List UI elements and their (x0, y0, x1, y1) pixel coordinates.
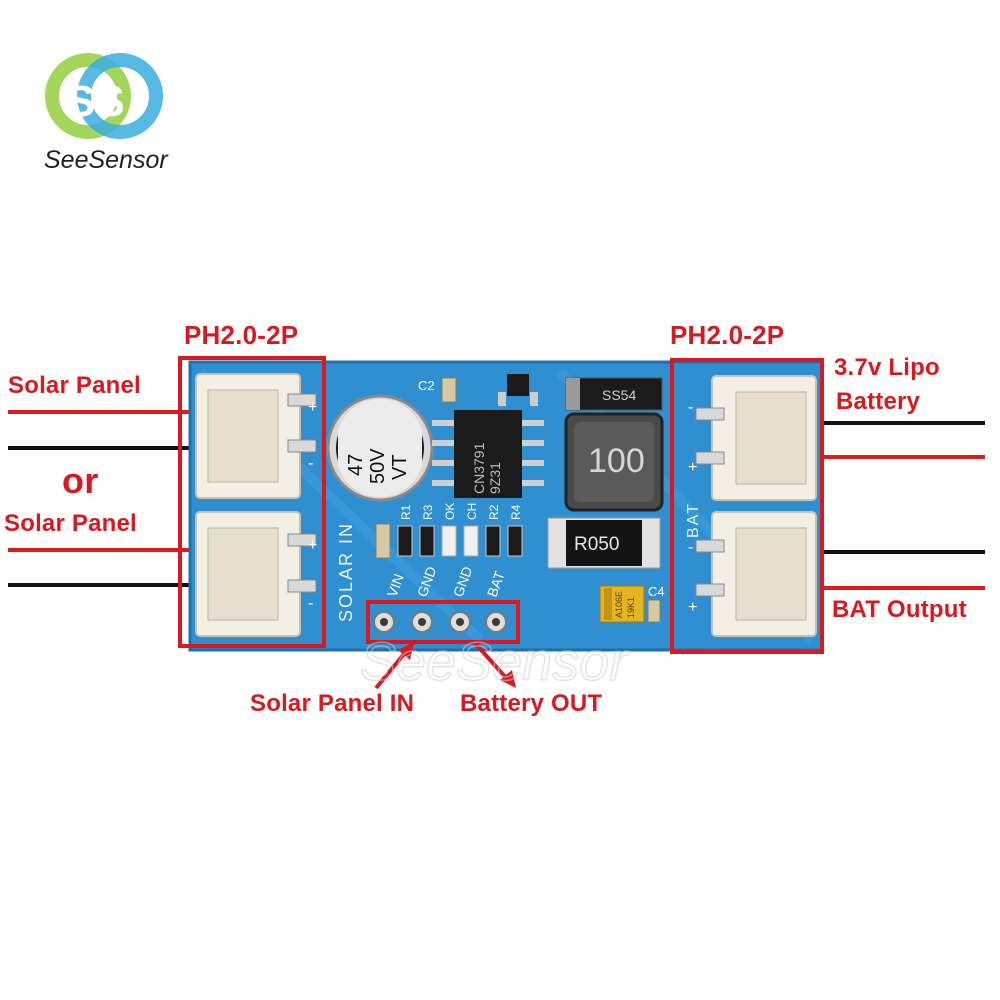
cap-text-3: VT (389, 454, 411, 480)
label-ok: OK (443, 503, 457, 520)
right-connector-top (695, 375, 817, 501)
right-connector-box (670, 358, 824, 654)
label-or: or (62, 460, 99, 501)
label-solar-panel-bottom: Solar Panel (4, 510, 137, 537)
resistor-text: R050 (574, 534, 619, 555)
arrow-battery-out (472, 640, 510, 682)
inductor-text: 100 (588, 442, 645, 480)
label-r1: R1 (399, 504, 413, 520)
transistor (507, 374, 529, 396)
left-connector-box (178, 356, 326, 648)
chip-text-1: CN3791 (471, 442, 487, 494)
tantalum-capacitor: A106E 19K1 C4 (599, 584, 665, 623)
electrolytic-capacitor: 47 50V VT (326, 394, 434, 502)
silkscreen-bat: BAT (685, 502, 702, 538)
label-c4: C4 (648, 584, 665, 599)
seesensor-logo: SS (45, 53, 163, 139)
inductor: 100 (564, 412, 664, 512)
sense-resistor: R050 (547, 517, 661, 569)
tantalum-text-1: A106E (614, 591, 624, 618)
label-battery-line1: 3.7v Lipo (834, 354, 940, 381)
pin-header-box (366, 600, 520, 644)
label-r3: R3 (421, 504, 435, 520)
chip-text-2: 9Z31 (487, 462, 503, 494)
smd-components (375, 523, 523, 559)
tantalum-text-2: 19K1 (626, 597, 636, 618)
right-connector-label: PH2.0-2P (670, 320, 785, 350)
led-ok (441, 525, 457, 557)
brand-name: SeeSensor (44, 146, 168, 174)
left-connector-label: PH2.0-2P (184, 320, 299, 350)
right-connector-bottom (695, 511, 817, 637)
ic-chip: CN3791 9Z31 (432, 410, 544, 498)
cap-c2 (441, 377, 457, 403)
right-wires (810, 421, 985, 590)
right-plus-top: + (688, 459, 697, 476)
left-connector-top (195, 373, 317, 499)
cap-text-2: 50V (367, 448, 389, 484)
pin-label-vin: VIN (384, 572, 407, 599)
label-solar-panel-top: Solar Panel (8, 372, 141, 399)
label-battery-out: Battery OUT (460, 690, 603, 717)
silkscreen-solar-in: SOLAR IN (336, 522, 356, 622)
annotation-arrows (374, 640, 516, 690)
label-ch: CH (465, 503, 479, 520)
label-r4: R4 (509, 504, 523, 520)
right-minus-top: - (688, 399, 693, 416)
label-solar-panel-in: Solar Panel IN (250, 690, 415, 717)
left-minus-bottom: - (308, 595, 313, 612)
watermark-text: SeeSensor (360, 632, 629, 692)
logo-mark-icon: SS (45, 53, 163, 139)
label-c2: C2 (418, 378, 435, 393)
left-minus-top: - (308, 455, 313, 472)
left-plus-bottom: + (308, 537, 317, 554)
cap-text-1: 47 (345, 454, 367, 476)
label-r2: R2 (487, 504, 501, 520)
left-connector-bottom (195, 511, 317, 637)
schottky-diode: SS54 (565, 377, 663, 411)
left-plus-top: + (308, 399, 317, 416)
label-bat-output: BAT Output (832, 596, 967, 623)
left-wires (8, 410, 200, 587)
logo-mark-text: SS (66, 77, 125, 126)
label-battery-line2: Battery (836, 388, 921, 415)
right-minus-bottom: - (688, 539, 693, 556)
led-ch (463, 525, 479, 557)
pin-header (373, 611, 507, 633)
right-plus-bottom: + (688, 599, 697, 616)
diode-text: SS54 (602, 387, 636, 403)
